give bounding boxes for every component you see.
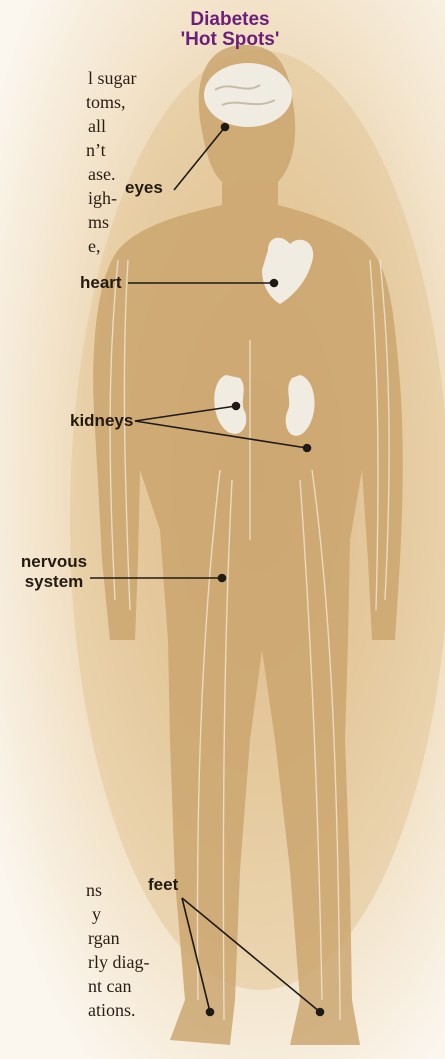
feet-dot-right <box>317 1009 324 1016</box>
body-text-top-3: all <box>88 114 106 138</box>
title-line-1: Diabetes <box>160 10 300 30</box>
body-text-bottom-6: ations. <box>88 998 136 1022</box>
body-text-top-1: l sugar <box>88 66 137 90</box>
body-text-top-4: n’t <box>86 138 106 162</box>
kidney-left-dot <box>233 403 240 410</box>
nervous-dot <box>219 575 226 582</box>
body-text-bottom-5: nt can <box>88 974 131 998</box>
body-text-top-6: igh- <box>88 186 117 210</box>
nervous-label-line-2: system <box>20 572 88 592</box>
nervous-label-line-1: nervous <box>20 552 88 572</box>
brain-shape <box>204 63 292 127</box>
title-line-2: 'Hot Spots' <box>160 30 300 50</box>
heart-label: heart <box>80 273 122 293</box>
body-text-top-8: e, <box>88 234 101 258</box>
body-text-bottom-2: y <box>92 902 101 926</box>
body-text-top-2: toms, <box>86 90 126 114</box>
kidneys-label: kidneys <box>70 411 133 431</box>
body-text-bottom-3: rgan <box>88 926 120 950</box>
body-text-top-7: ms <box>88 210 109 234</box>
kidney-right-dot <box>304 445 311 452</box>
body-text-bottom-1: ns <box>86 878 102 902</box>
feet-label: feet <box>148 875 178 895</box>
body-text-bottom-4: rly diag- <box>88 950 149 974</box>
nervous-system-label: nervous system <box>20 552 88 592</box>
eyes-dot <box>222 124 229 131</box>
feet-dot-left <box>207 1009 214 1016</box>
eyes-label: eyes <box>125 178 163 198</box>
diagram-title: Diabetes 'Hot Spots' <box>160 10 300 50</box>
heart-dot <box>271 280 278 287</box>
body-text-top-5: ase. <box>88 162 115 186</box>
